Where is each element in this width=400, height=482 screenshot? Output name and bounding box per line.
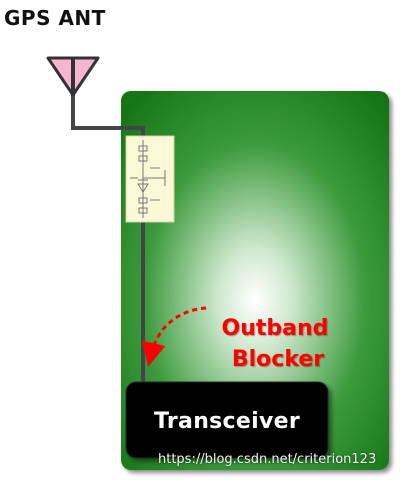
- transceiver-label: Transceiver: [154, 408, 300, 434]
- blocker-label-line1: Outband: [221, 316, 329, 341]
- antenna-icon: [46, 56, 100, 100]
- watermark-text: https://blog.csdn.net/criterion123: [158, 452, 377, 467]
- blocker-label-line2: Blocker: [231, 347, 325, 372]
- blocker-arrow: [142, 306, 207, 367]
- antenna-title: GPS ANT: [4, 6, 106, 30]
- matching-network: [125, 135, 175, 223]
- pcb-board: [121, 91, 389, 470]
- antenna-trace: [71, 96, 145, 385]
- transceiver-chip: [125, 381, 329, 459]
